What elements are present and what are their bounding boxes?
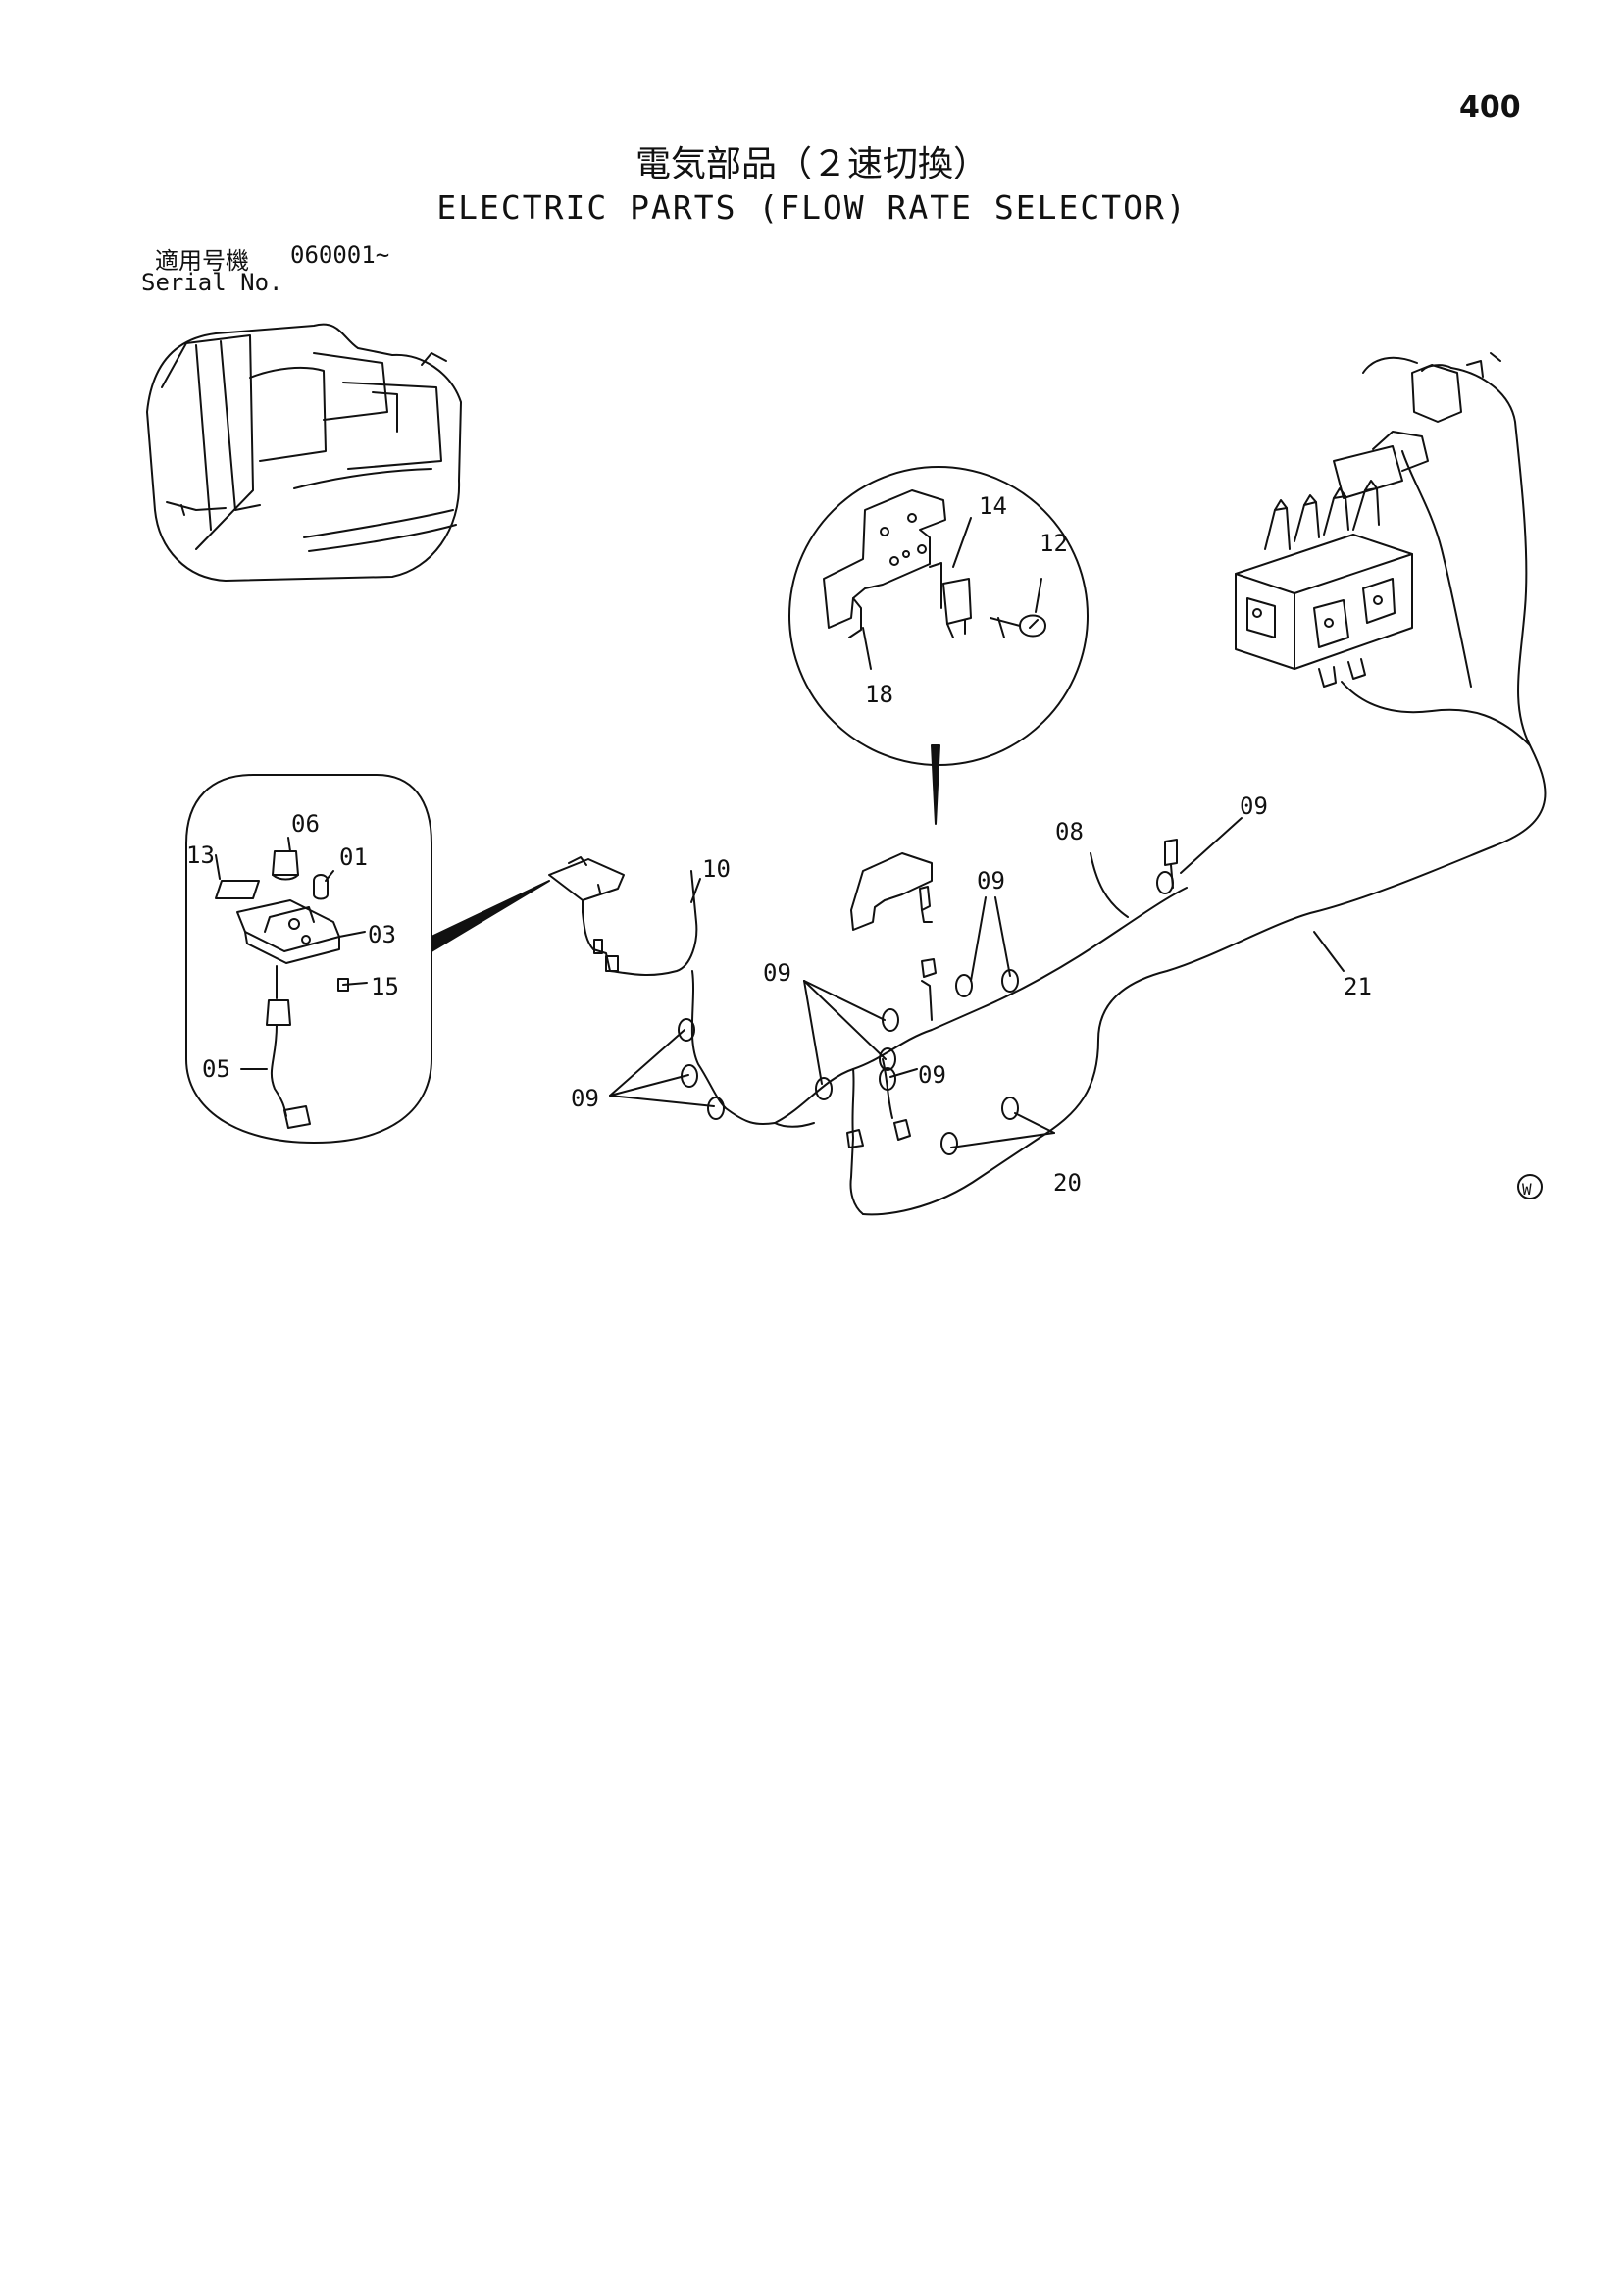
control-valve [1235, 360, 1484, 688]
callout-leaders [609, 817, 1345, 1148]
callout-05: 05 [202, 1055, 230, 1083]
harness-clamps [678, 871, 1174, 1155]
detail-pointer-left [431, 880, 550, 952]
switch-detail-circle [185, 774, 432, 1144]
detail-pointer-top [931, 744, 940, 825]
harness-21 [862, 367, 1547, 1216]
callout-09-center: 09 [763, 959, 791, 987]
w-mark: W [1522, 1180, 1532, 1199]
wire-10 [582, 870, 698, 976]
callout-06: 06 [291, 810, 320, 838]
callout-09-mid: 09 [977, 867, 1005, 894]
callout-09-left: 09 [571, 1085, 599, 1112]
callout-15: 15 [371, 973, 399, 1000]
callout-18: 18 [865, 681, 893, 708]
excavator-illustration [146, 323, 462, 582]
callout-12: 12 [1040, 530, 1068, 557]
title-japanese: 電気部品（２速切換） [634, 144, 989, 184]
relay-detail-circle [788, 466, 1089, 766]
callout-01: 01 [339, 843, 368, 871]
callout-03: 03 [368, 921, 396, 948]
serial-label-english: Serial No. [141, 269, 283, 296]
callout-09-right: 09 [918, 1061, 946, 1089]
title-english: ELECTRIC PARTS (FLOW RATE SELECTOR) [436, 188, 1188, 227]
page-number: 400 [1459, 90, 1521, 125]
switch-panel [548, 856, 625, 913]
w-mark-circle [1517, 1174, 1543, 1199]
callout-13: 13 [186, 842, 215, 869]
callout-14: 14 [979, 492, 1007, 520]
serial-range: 060001~ [290, 241, 390, 269]
relay-bracket [850, 852, 933, 931]
callout-21: 21 [1344, 973, 1372, 1000]
serial-label-japanese: 適用号機 [155, 247, 249, 275]
callout-20: 20 [1053, 1169, 1082, 1197]
callout-10: 10 [702, 855, 731, 883]
callout-09-top-right: 09 [1240, 792, 1268, 820]
callout-08: 08 [1055, 818, 1084, 845]
